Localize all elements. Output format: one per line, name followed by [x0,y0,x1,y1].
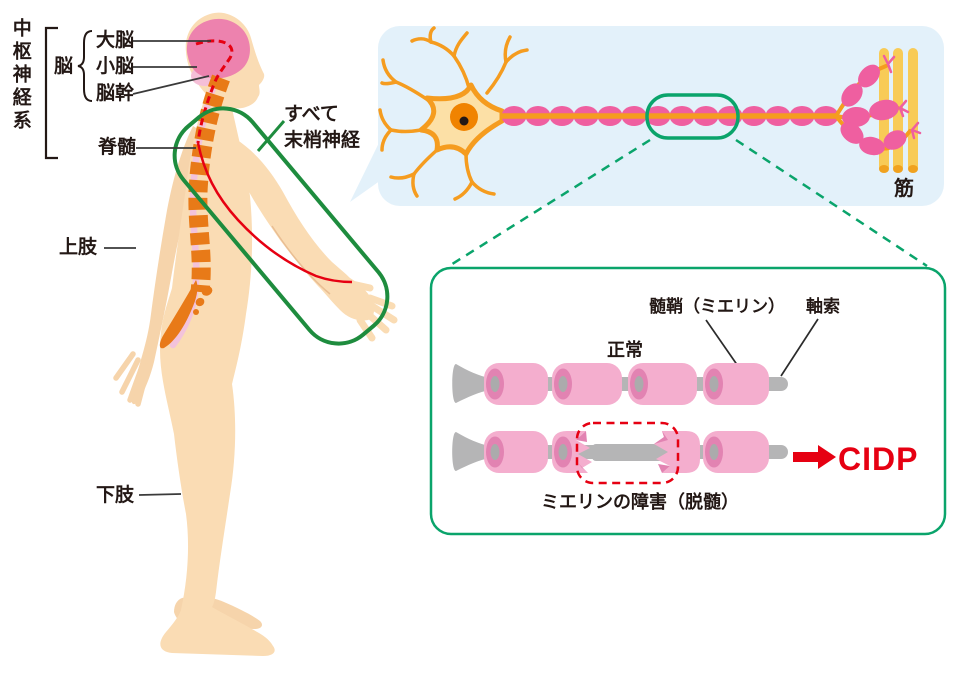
brainstem-pointer-line [132,75,210,95]
lower-limb-pointer-line [138,493,182,496]
cidp-arrow-icon [793,445,836,469]
brainstem-label: 脳幹 [96,83,135,104]
torn-edge-accents [576,431,670,473]
cerebellum-label: 小脳 [96,56,135,77]
myelin-end-caps-damaged [486,436,723,468]
nerve-terminal-branches [834,54,922,156]
normal-label: 正常 [607,340,643,360]
myelin-pointer-line [705,319,741,370]
arm-highlight-box [172,106,390,346]
myelin-end-caps-normal [486,368,723,400]
normal-nerve-fiber [452,363,788,405]
back-hand-fingers [113,351,151,407]
demyelination-label: ミエリンの障害（脱髄） [541,492,739,512]
peripheral-nerve-label-line2: 末梢神経 [284,130,361,151]
myelin-detail-panel [429,266,947,536]
axon-pointer-line [780,318,819,377]
arm-crease [271,225,331,295]
axon-label: 軸索 [806,297,840,316]
peripheral-pointer-line [256,120,286,152]
spinal-cord-label: 脊髄 [98,137,137,158]
neuron-panel [350,26,944,206]
neuromuscular-junctions [882,54,922,140]
lower-limb-label: 下肢 [96,485,135,506]
neuron-nucleolus [459,116,469,126]
damaged-nerve-fiber [452,421,836,485]
zoom-connector-lines [448,138,928,268]
cns-nerve-dashed-line [195,39,234,144]
myelin-sheath-label: 髄鞘（ミエリン） [649,297,785,316]
brain-brace [77,30,93,102]
body-figure [113,12,398,657]
peripheral-nerve-line [196,142,353,284]
peripheral-nerve-label-line1: すべて [284,104,339,125]
dendrites [378,26,529,201]
axon-myelin-chain [501,106,839,126]
demyelination-dashed-box [575,421,680,485]
cns-bracket [44,26,58,160]
peripheral-nerve-label: すべて 末梢神経 [284,102,360,154]
cns-system-label: 中枢神経系 [9,18,31,133]
annotation-lines [104,40,211,496]
brain-shape [186,18,250,79]
spine-column [188,74,230,294]
muscle-label: 筋 [894,178,914,200]
axon-highlight-box [645,93,740,140]
sacrum [159,280,213,349]
brain-label: 脳 [54,56,74,77]
cidp-label: CIDP [838,441,919,477]
cerebrum-label: 大脳 [96,30,135,51]
exposed-axon [592,444,664,461]
upper-limb-label: 上肢 [59,237,98,258]
